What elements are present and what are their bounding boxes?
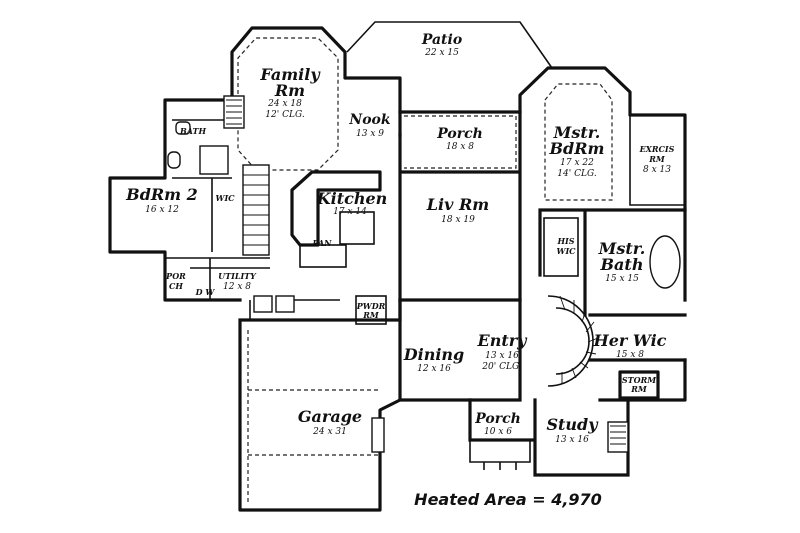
master-bd-label-2: BdRm [549,139,605,158]
fireplace-study [607,421,629,453]
family-dim: 24 x 18 [267,99,302,109]
exercise-label-1: EXRCIS [639,144,675,154]
porch-side-label-1: POR [165,271,186,281]
exercise-walls [629,115,685,206]
master-tub [649,235,681,289]
garage-label: Garage [298,407,362,426]
patio-dim: 22 x 15 [424,48,459,58]
entry-clg: 20' CLG. [481,362,522,372]
study-dim: 13 x 16 [555,435,589,445]
exercise-dim: 8 x 13 [643,165,671,175]
pwdr-room [355,295,387,325]
garage-dim: 24 x 31 [312,427,347,437]
garage-doors-dash [247,330,380,502]
kitchen-counter [339,211,375,245]
family-room-walls [230,26,402,137]
master-bd-label-1: Mstr. [553,123,601,142]
pwdr-label-1: PWDR [356,301,386,311]
storm-room [618,370,660,400]
kitchen-island [290,170,382,247]
utility-dim: 12 x 8 [223,282,251,292]
left-wing-walls [108,98,242,302]
master-bd-dim: 17 x 22 [560,158,594,168]
kitchen-label: Kitchen [316,189,388,208]
nook-label: Nook [348,112,390,128]
liv-label: Liv Rm [426,195,489,214]
garage-step [371,417,385,453]
her-wic-dim: 15 x 8 [616,350,644,360]
study-label: Study [546,415,599,434]
entry-dim: 13 x 16 [485,351,519,361]
bath-label: BATH [179,126,206,136]
porch-rear-dim: 18 x 8 [446,142,474,152]
porch-front-label: Porch [474,411,521,427]
family-label-2: Rm [274,81,305,100]
washer [253,295,273,313]
dining-dim: 12 x 16 [417,364,451,374]
porch-side-label-2: CH [169,281,183,291]
family-clg: 12' CLG. [265,110,305,120]
dryer [275,295,295,313]
master-bedroom-walls [518,66,687,302]
bdrm2-dim: 16 x 12 [145,205,179,215]
bathtub [199,145,229,175]
family-label-1: Family [259,65,321,84]
dw-label: D W [195,287,216,297]
bdrm2-label: BdRm 2 [125,185,198,204]
patio-label: Patio [421,32,462,48]
toilet [167,151,181,169]
porch-rear-walls [404,115,517,169]
utility-walls [190,267,340,320]
pantry [299,244,347,268]
porch-front-dim: 10 x 6 [484,427,512,437]
storm-label-2: RM [630,384,648,394]
pwdr-label-2: RM [362,310,380,320]
utility-label: UTILITY [218,271,257,281]
liv-dim: 18 x 19 [441,215,475,225]
his-wic-label-2: WIC [556,246,576,256]
garage-walls [238,298,403,512]
master-bath-walls [538,208,687,362]
porch-rear-label: Porch [436,126,483,142]
spiral-stair [547,295,599,387]
heated-area: Heated Area = 4,970 [414,490,602,509]
storm-label-1: STORM [622,375,657,385]
dining-label: Dining [403,345,464,364]
his-wic-shelf [543,217,579,277]
central-walls [398,110,522,302]
his-wic-label-1: HIS [556,236,574,246]
master-bath-label-2: Bath [600,255,644,274]
pan-label: PAN [312,238,333,248]
master-bd-clg: 14' CLG. [557,169,597,179]
nook-dim: 13 x 9 [356,129,384,139]
exercise-label-2: RM [648,154,666,164]
front-porch [469,440,531,470]
her-wic-label: Her Wic [593,331,667,350]
family-room-bay-dash [237,37,339,171]
entry-walls [468,298,687,477]
patio-outline [346,21,553,69]
fireplace-family [223,95,245,129]
stairs-left [242,164,270,256]
master-bath-dim: 15 x 15 [605,274,639,284]
bath-interior [165,119,270,300]
master-bath-label-1: Mstr. [598,239,646,258]
entry-label: Entry [477,331,529,350]
kitchen-dim: 17 x 14 [333,207,367,217]
wic-label: WIC [215,193,235,203]
sink [175,121,191,135]
